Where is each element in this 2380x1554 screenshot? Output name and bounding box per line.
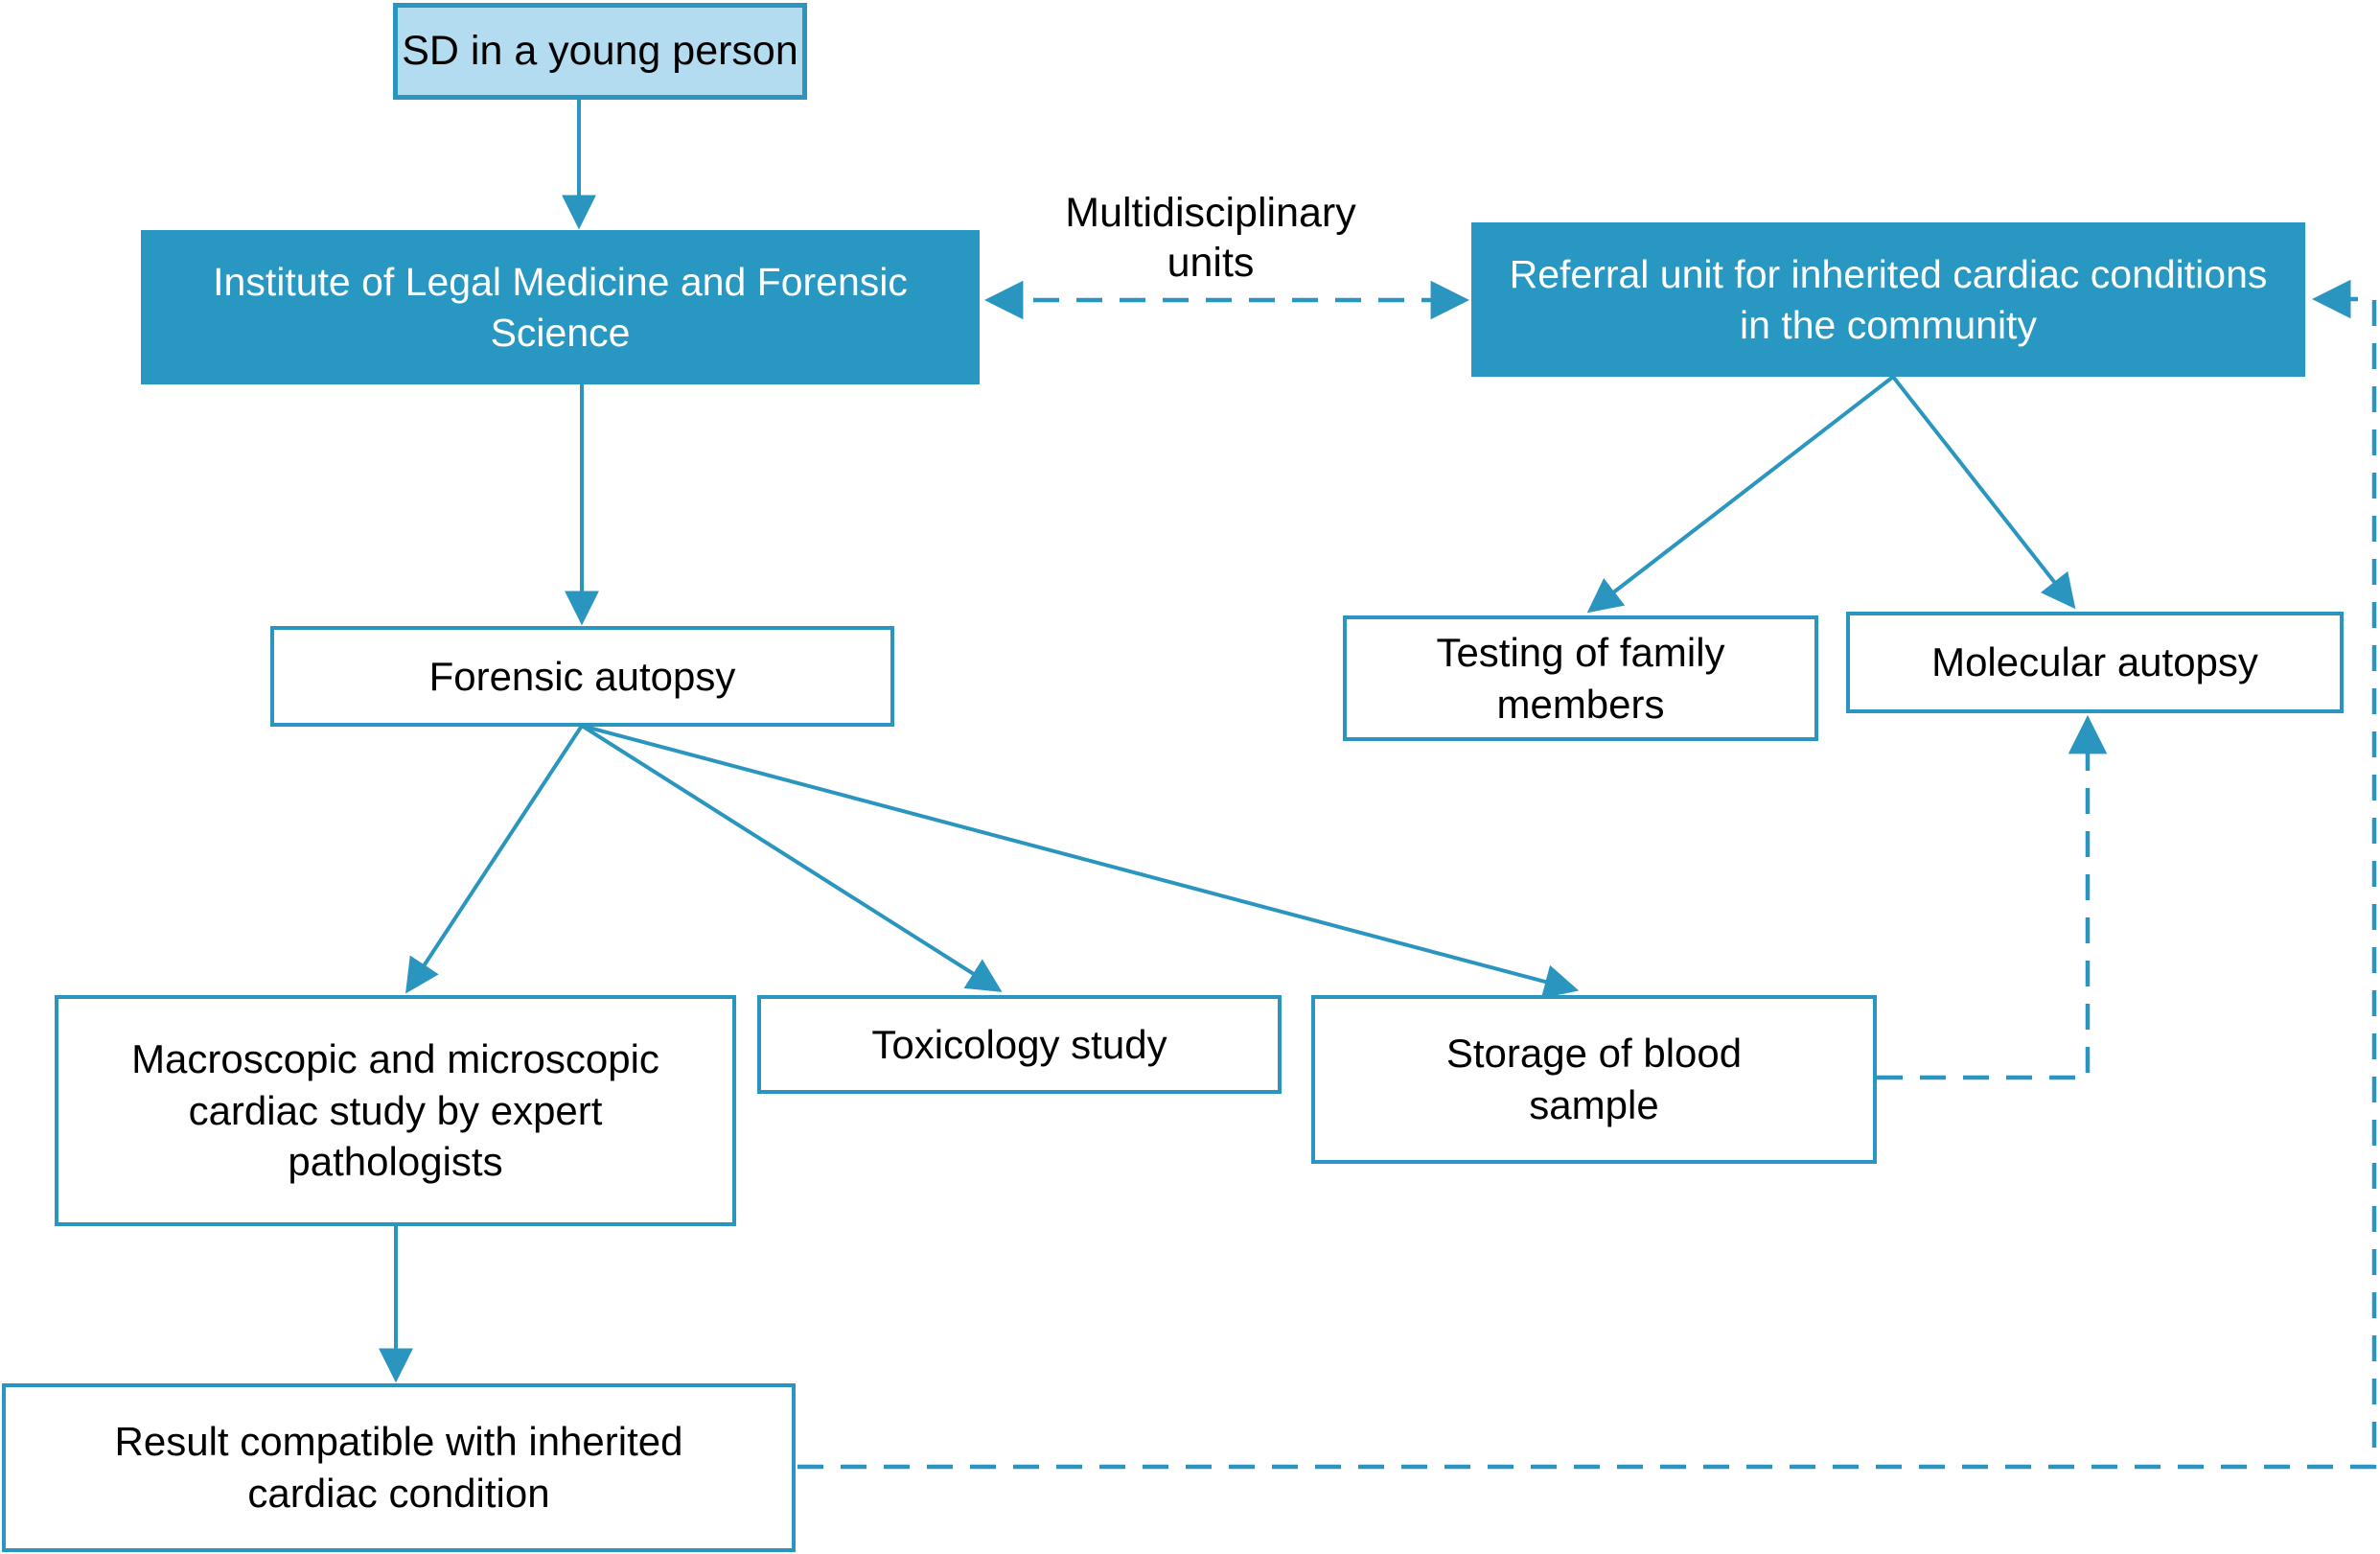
- node-label: Referral unit for inherited cardiac cond…: [1509, 252, 2268, 347]
- edge-forensic-to-macroscopic: [405, 724, 584, 994]
- node-testing-family-members: Testing of family members: [1343, 615, 1818, 741]
- node-label: Toxicology study: [871, 1021, 1167, 1067]
- node-macroscopic-microscopic-study: Macroscopic and microscopic cardiac stud…: [55, 995, 736, 1226]
- node-label: SD in a young person: [402, 27, 798, 74]
- edge-label-text: Multidisciplinary units: [1065, 190, 1356, 287]
- node-sd-in-young-person: SD in a young person: [393, 3, 807, 100]
- node-storage-blood-sample: Storage of blood sample: [1311, 995, 1877, 1164]
- node-molecular-autopsy: Molecular autopsy: [1846, 612, 2344, 713]
- node-referral-unit: Referral unit for inherited cardiac cond…: [1471, 222, 2305, 377]
- node-label: Molecular autopsy: [1931, 639, 2258, 685]
- edge-forensic-to-storage: [581, 724, 1580, 999]
- node-label: Forensic autopsy: [428, 653, 736, 699]
- multidisciplinary-units-label: Multidisciplinary units: [1019, 188, 1402, 289]
- edge-forensic-to-toxicology: [580, 724, 1003, 992]
- node-label: Testing of family members: [1436, 629, 1725, 727]
- node-label: Storage of blood sample: [1445, 1031, 1743, 1127]
- node-label: Result compatible with inherited cardiac…: [114, 1419, 683, 1516]
- edge-result-to-referral: [797, 279, 2377, 1470]
- node-label: Institute of Legal Medicine and Forensic…: [213, 260, 908, 355]
- edge-referral-to-testing: [1586, 375, 1895, 614]
- node-result-compatible: Result compatible with inherited cardiac…: [2, 1383, 796, 1552]
- edge-referral-to-molecular: [1891, 375, 2076, 610]
- node-label: Macroscopic and microscopic cardiac stud…: [131, 1035, 659, 1185]
- edge-storage-to-molecular: [1877, 714, 2108, 1080]
- node-toxicology-study: Toxicology study: [757, 995, 1282, 1094]
- node-forensic-autopsy: Forensic autopsy: [270, 626, 894, 727]
- node-institute-legal-medicine: Institute of Legal Medicine and Forensic…: [141, 230, 980, 384]
